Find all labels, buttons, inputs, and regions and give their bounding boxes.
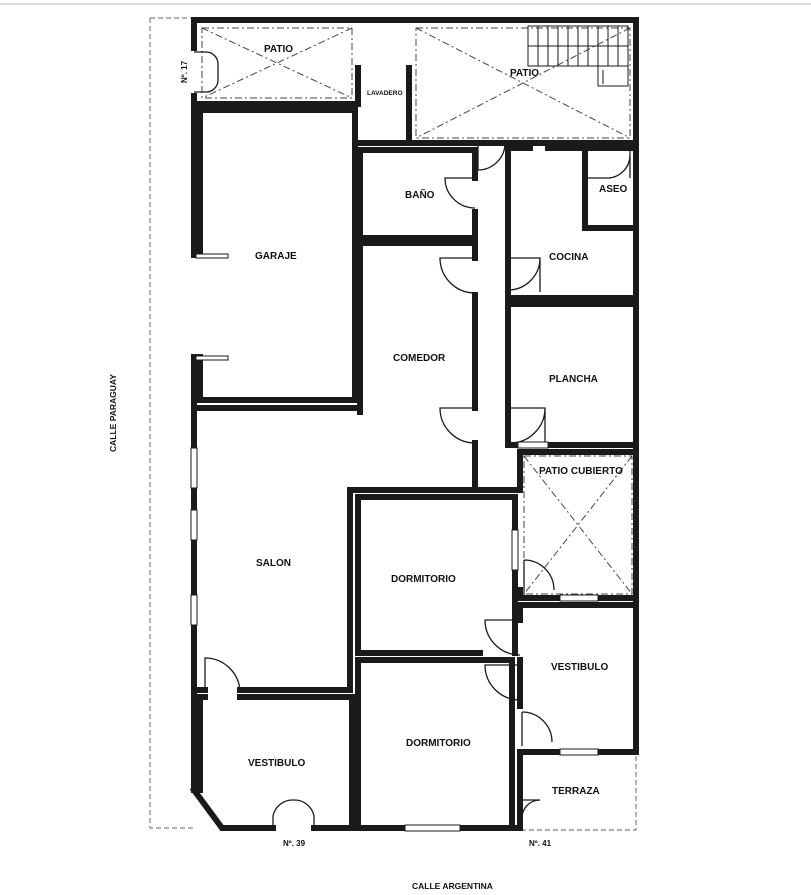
label-street-bottom: CALLE ARGENTINA [412,881,493,891]
lot-boundary [149,17,637,831]
label-street-left: CALLE PARAGUAY [108,374,118,452]
label-patio-right: PATIO [510,68,539,79]
label-dormitorio-2: DORMITORIO [406,738,471,749]
label-plancha: PLANCHA [549,374,598,385]
label-number-39: Nº. 39 [283,839,306,848]
windows [190,253,599,832]
label-number-41: Nº. 41 [529,839,552,848]
label-patio-left: PATIO [264,44,293,55]
label-number-17: Nº. 17 [180,60,189,83]
staircase [527,25,629,87]
interior-walls [197,65,639,831]
label-cocina: COCINA [549,252,588,263]
label-terraza: TERRAZA [552,786,600,797]
doors [194,51,631,828]
label-vestibulo-left: VESTIBULO [248,758,305,769]
label-bano: BAÑO [405,188,435,201]
label-vestibulo-right: VESTIBULO [551,662,608,673]
label-aseo: ASEO [599,184,628,195]
label-salon: SALON [256,558,291,569]
label-patio-cubierto: PATIO CUBIERTO [539,466,623,477]
label-comedor: COMEDOR [393,353,446,364]
label-dormitorio-1: DORMITORIO [391,574,456,585]
label-garaje: GARAJE [255,251,297,262]
label-lavadero: LAVADERO [367,90,403,97]
